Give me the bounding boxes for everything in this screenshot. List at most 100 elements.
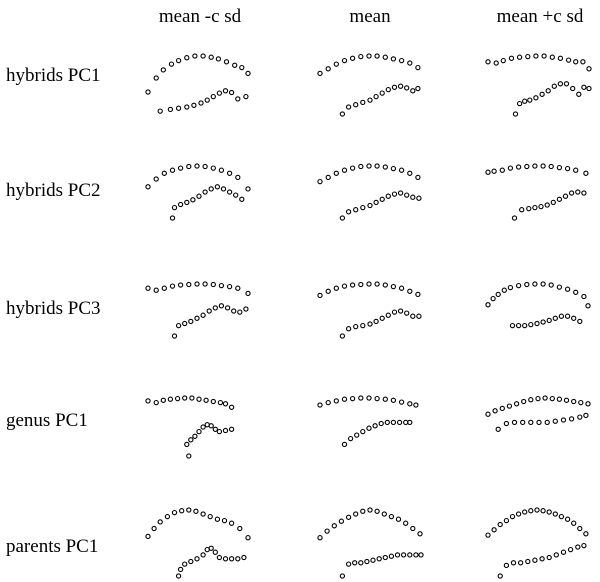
landmark-point-upper [398,167,405,173]
landmark-point-lower [373,199,379,206]
landmark-point-upper [218,167,225,173]
landmark-point-upper [245,290,251,297]
landmark-point-upper [509,513,516,520]
landmark-point-lower [216,428,223,435]
landmark-point-lower [228,426,235,432]
landmark-point-lower [220,186,227,192]
landmark-point-lower [525,558,531,565]
landmark-point-upper [239,64,245,71]
landmark-point-upper [417,531,423,537]
landmark-point-lower [341,441,348,448]
landmark-point-upper [506,403,513,409]
landmark-point-upper [160,397,166,403]
landmark-point-upper [549,54,555,60]
landmark-point-upper [515,511,522,517]
landmark-point-lower [568,416,575,422]
landmark-point-lower [200,312,206,318]
landmark-point-lower [545,88,551,94]
landmark-point-upper [325,399,331,406]
landmark-point-lower [239,196,245,202]
landmark-point-upper [186,281,192,288]
landmark-point-lower [208,186,214,192]
landmark-point-upper [203,397,209,403]
landmark-point-upper [557,55,564,61]
landmark-point-upper [153,75,159,81]
landmark-point-lower [366,425,372,431]
landmark-point-lower [509,322,516,329]
landmark-point-upper [341,167,348,173]
landmark-point-upper [341,57,348,64]
landmark-point-lower [581,190,587,196]
landmark-point-upper [541,53,547,59]
landmark-point-lower [182,320,188,327]
landmark-point-upper [382,396,388,402]
shape-panel-genus-pc1-mean [317,395,419,448]
landmark-point-lower [564,313,571,319]
shape-panel-hybrids-pc1-mean-plus [485,53,592,117]
landmark-point-upper [145,89,151,95]
landmark-point-lower [557,81,564,87]
landmark-point-lower [184,104,190,110]
landmark-point-lower [373,318,379,325]
landmark-point-lower [410,194,416,200]
landmark-point-lower [407,419,413,426]
landmark-point-upper [563,397,570,403]
column-header-mean-minus: mean -c sd [158,6,242,27]
landmark-point-lower [575,189,581,195]
landmark-point-upper [390,165,397,172]
landmark-point-lower [339,215,346,221]
landmark-point-upper [175,57,182,64]
landmark-point-lower [184,199,190,206]
landmark-point-upper [333,170,339,176]
landmark-point-lower [570,85,576,92]
landmark-point-lower [212,426,218,432]
landmark-point-upper [407,60,413,66]
landmark-point-lower [367,321,373,327]
landmark-point-upper [516,54,523,60]
landmark-point-lower [194,556,200,562]
landmark-point-upper [549,395,555,402]
shape-panel-hybrids-pc1-mean-minus [145,53,251,114]
landmark-point-upper [546,509,552,515]
landmark-point-lower [378,420,384,427]
landmark-point-lower [400,552,407,558]
landmark-point-upper [200,53,206,59]
landmark-point-lower [404,310,410,316]
landmark-point-upper [168,61,175,67]
landmark-point-upper [585,303,591,309]
landmark-point-lower [224,305,231,311]
row-label-parents-pc1: parents PC1 [6,536,99,557]
landmark-point-upper [583,170,589,176]
landmark-point-lower [397,83,404,89]
landmark-point-lower [556,196,563,202]
landmark-point-lower [538,203,544,210]
landmark-point-upper [161,285,167,291]
landmark-point-upper [200,511,206,517]
landmark-point-lower [528,321,534,328]
landmark-point-upper [161,170,167,176]
landmark-point-lower [212,549,218,555]
landmark-point-upper [403,520,409,526]
landmark-point-upper [145,184,151,190]
landmark-point-upper [407,170,413,176]
landmark-point-lower [388,553,395,559]
landmark-point-lower [562,193,569,199]
landmark-point-upper [210,398,216,405]
landmark-point-upper [500,57,506,64]
landmark-point-lower [157,108,163,114]
landmark-point-upper [499,405,505,412]
landmark-point-upper [382,282,388,288]
landmark-point-lower [243,93,249,100]
landmark-point-upper [208,54,214,60]
landmark-point-upper [207,513,213,520]
landmark-point-upper [193,508,199,514]
landmark-point-lower [563,81,570,87]
landmark-point-upper [532,281,538,287]
landmark-point-upper [367,507,373,513]
landmark-point-lower [241,554,247,561]
landmark-point-lower [539,91,545,97]
row-label-hybrids-pc3: hybrids PC3 [6,298,101,319]
landmark-point-upper [222,401,229,407]
landmark-point-lower [418,552,424,558]
